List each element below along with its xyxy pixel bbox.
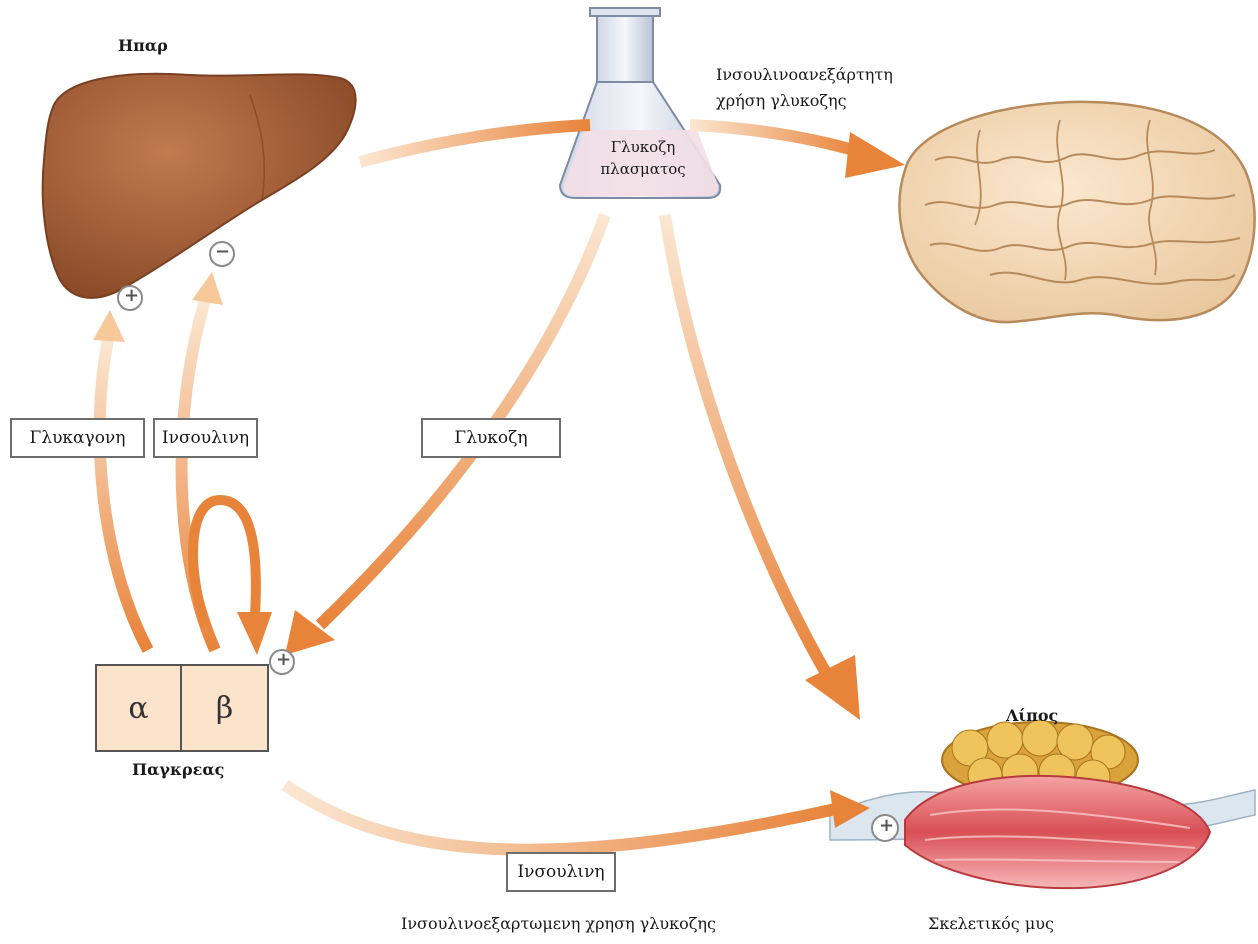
arrow-pancreas-to-muscle xyxy=(285,785,840,850)
arrow-liver-to-flask xyxy=(360,125,590,162)
pancreas-plus-sign: + xyxy=(276,649,291,670)
glucagon-box: Γλυκαγονη xyxy=(10,418,145,458)
alpha-cell: α xyxy=(96,665,181,751)
liver-plus-sign: + xyxy=(124,285,139,306)
skeletal-muscle-label: Σκελετικός μυς xyxy=(928,914,1054,933)
glucose-box: Γλυκοζη xyxy=(421,418,561,458)
insulin-dependent-label: Ινσουλινοεξαρτωμενη χρηση γλυκοζης xyxy=(401,914,716,933)
beta-cell: β xyxy=(181,665,268,751)
brain-use-label: Ινσουλινοανεξάρτητη χρήση γλυκοζης xyxy=(716,62,946,114)
insulin-bottom-box: Ινσουλινη xyxy=(506,852,616,892)
liver-label: Ηπαρ xyxy=(118,36,168,55)
liver-image xyxy=(43,74,356,298)
brain-image xyxy=(899,102,1254,322)
fat-label: Λίπος xyxy=(1006,706,1058,725)
liver-minus-sign: − xyxy=(215,241,230,262)
arrow-insulin-loop xyxy=(193,500,256,625)
arrow-flask-to-brain xyxy=(690,125,860,152)
arrow-flask-to-muscle xyxy=(665,215,830,680)
plasma-glucose-label: Γλυκοζη πλασματος xyxy=(588,136,698,180)
pancreas-label: Παγκρεας xyxy=(132,760,224,779)
arrow-glucagon xyxy=(100,340,148,650)
muscle-plus-sign: + xyxy=(879,815,894,836)
insulin-left-box: Ινσουλινη xyxy=(153,418,258,458)
